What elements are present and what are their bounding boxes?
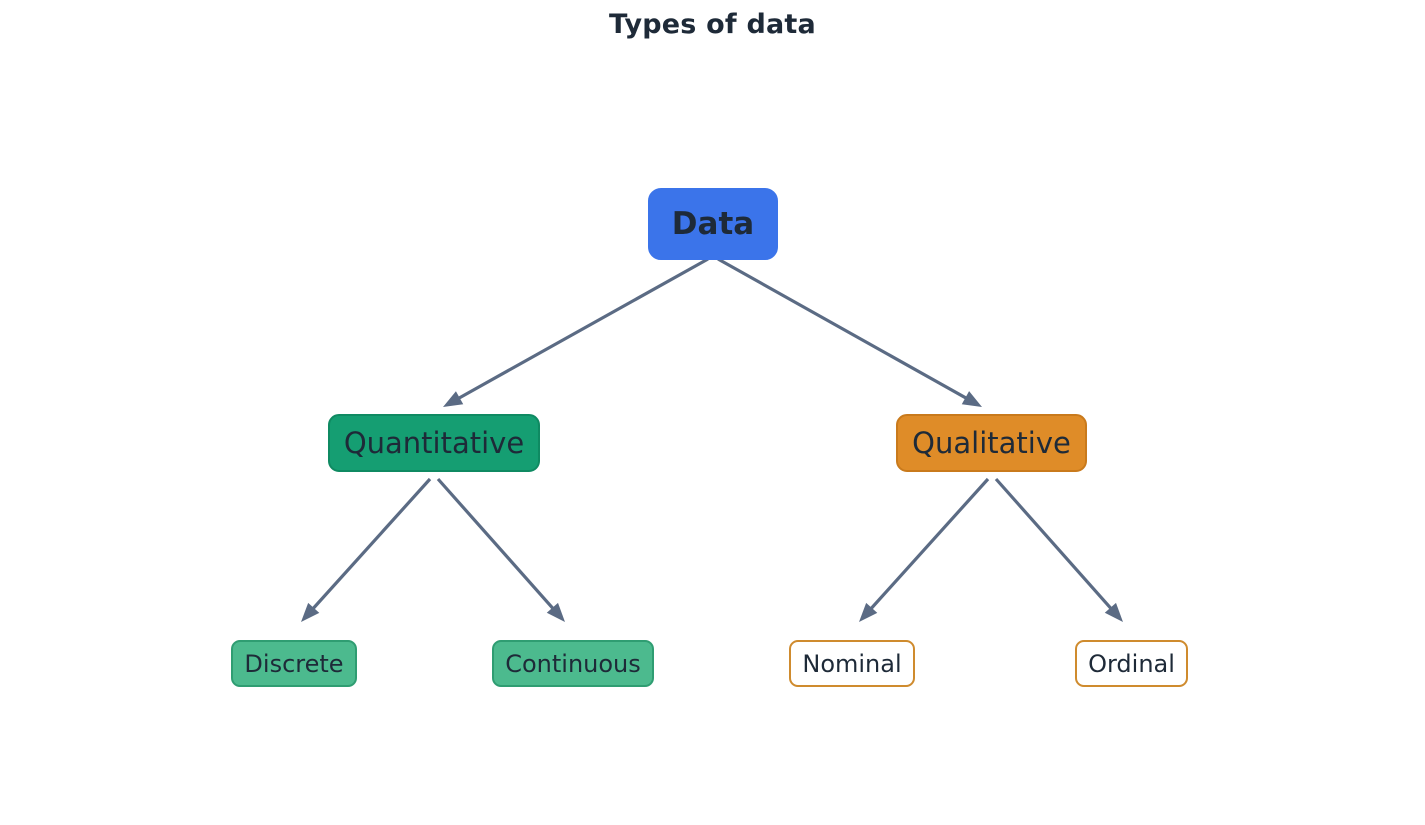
edge-qualitative-to-ordinal (994, 477, 1123, 622)
node-quantitative[interactable]: Quantitative (328, 414, 540, 472)
node-label-quantitative: Quantitative (343, 425, 525, 460)
arrowhead-icon (1104, 602, 1123, 622)
node-label-data: Data (671, 205, 755, 242)
node-nominal[interactable]: Nominal (789, 640, 915, 687)
node-label-qualitative: Qualitative (912, 425, 1071, 460)
node-label-discrete: Discrete (244, 649, 344, 678)
node-data[interactable]: Data (648, 188, 778, 260)
edge-data-to-quantitative (443, 257, 709, 407)
node-ordinal[interactable]: Ordinal (1075, 640, 1188, 687)
node-label-nominal: Nominal (802, 649, 902, 678)
node-label-continuous: Continuous (505, 649, 641, 678)
arrowhead-icon (961, 391, 982, 407)
arrowhead-icon (301, 602, 320, 622)
edge-quantitative-to-continuous (436, 477, 565, 622)
node-qualitative[interactable]: Qualitative (896, 414, 1087, 472)
arrowhead-icon (859, 602, 878, 622)
arrowhead-icon (443, 391, 464, 407)
node-discrete[interactable]: Discrete (231, 640, 357, 687)
edge-data-to-qualitative (717, 257, 982, 407)
node-label-ordinal: Ordinal (1088, 649, 1175, 678)
edge-quantitative-to-discrete (301, 477, 432, 622)
edge-qualitative-to-nominal (859, 477, 990, 622)
arrowhead-icon (546, 602, 565, 622)
node-continuous[interactable]: Continuous (492, 640, 654, 687)
page-title: Types of data (609, 9, 816, 40)
